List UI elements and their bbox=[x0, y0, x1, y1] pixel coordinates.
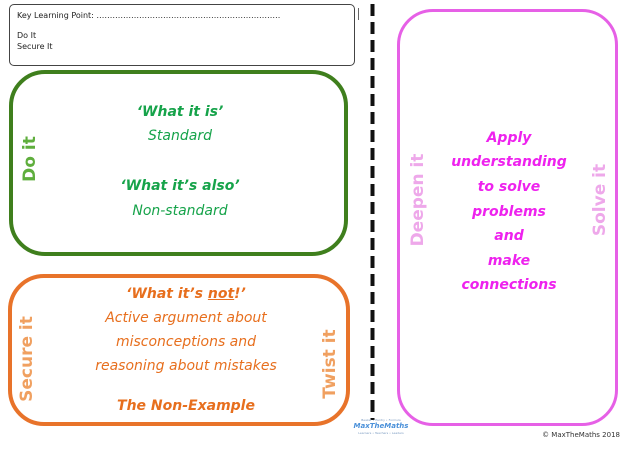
what-its-not-heading: ‘What it’s not!’ bbox=[126, 286, 246, 302]
text-cursor bbox=[358, 8, 359, 20]
solve-it-side-label: Solve it bbox=[590, 163, 610, 237]
do-it-box bbox=[9, 70, 348, 256]
dashed-divider bbox=[370, 4, 375, 420]
non-example-text: The Non-Example bbox=[117, 398, 255, 414]
heading-not: not bbox=[207, 286, 235, 302]
standard-text: Standard bbox=[148, 128, 212, 144]
active-argument-text: Active argument about bbox=[105, 310, 267, 326]
logo-wordmark: MaxTheMaths bbox=[353, 422, 409, 430]
logo-tagline-bottom: Learners • Teachers • Leaders bbox=[358, 431, 404, 435]
spacer bbox=[17, 22, 347, 30]
logo-tagline-top: Beaker • Pantry • Formula bbox=[361, 418, 401, 422]
secure-it-line: Secure It bbox=[17, 42, 53, 52]
secure-it-side-label: Secure it bbox=[17, 316, 37, 402]
maxthemaths-logo: Beaker • Pantry • Formula MaxTheMaths Le… bbox=[341, 418, 421, 448]
do-it-side-label: Do it bbox=[20, 136, 40, 182]
make-line: make bbox=[487, 253, 531, 269]
to-solve-line: to solve bbox=[477, 179, 541, 195]
connections-line: connections bbox=[461, 277, 557, 293]
twist-it-side-label: Twist it bbox=[320, 329, 340, 399]
understanding-line: understanding bbox=[451, 154, 567, 170]
and-line: and bbox=[494, 228, 524, 244]
problems-line: problems bbox=[472, 204, 546, 220]
deepen-it-side-label: Deepen it bbox=[408, 153, 428, 247]
do-it-line: Do It bbox=[17, 30, 37, 40]
key-learning-point-box: Key Learning Point: ……………………………………………………… bbox=[9, 4, 355, 66]
misconceptions-text: misconceptions and bbox=[115, 334, 257, 350]
key-learning-point-label: Key Learning Point: ……………………………………………………… bbox=[17, 11, 281, 20]
secure-it-box bbox=[8, 274, 350, 426]
heading-pre: ‘What it’s bbox=[126, 286, 208, 302]
reasoning-text: reasoning about mistakes bbox=[95, 358, 277, 374]
apply-line: Apply bbox=[486, 130, 532, 146]
heading-post: !’ bbox=[234, 286, 246, 302]
deepen-it-box bbox=[397, 9, 618, 426]
non-standard-text: Non-standard bbox=[132, 203, 228, 219]
copyright-text: © MaxTheMaths 2018 bbox=[542, 431, 620, 439]
what-its-also-heading: ‘What it’s also’ bbox=[120, 178, 240, 194]
what-it-is-heading: ‘What it is’ bbox=[136, 104, 224, 120]
